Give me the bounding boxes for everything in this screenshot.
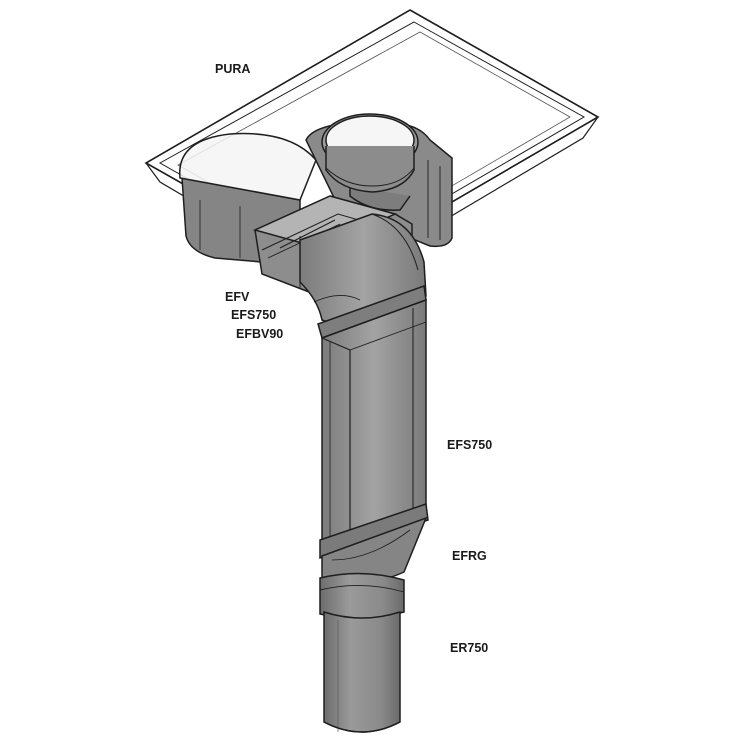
label-pura: PURA <box>215 62 250 76</box>
label-efv: EFV <box>225 290 250 304</box>
label-er750: ER750 <box>450 641 488 655</box>
bend-90 <box>299 213 427 339</box>
vertical-duct <box>319 298 429 560</box>
label-efs750-upper: EFS750 <box>231 308 276 322</box>
fan-housing <box>179 113 453 263</box>
label-efbv90: EFBV90 <box>236 327 283 341</box>
label-efrg: EFRG <box>452 549 487 563</box>
label-efs750-lower: EFS750 <box>447 438 492 452</box>
round-pipe <box>319 572 405 733</box>
